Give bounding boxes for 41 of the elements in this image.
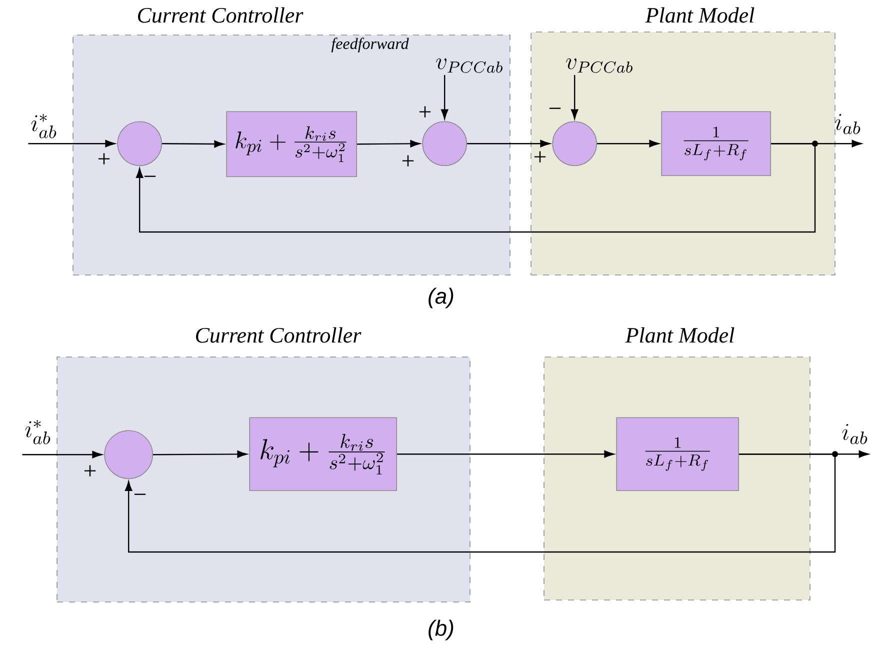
arrow (597, 140, 660, 148)
transfer-function-box: $k_{pi}+\frac{k_{ri}s}{s^2+\omega_1^2}$ (249, 417, 397, 491)
feedback-arrow (136, 143, 816, 233)
arrow (162, 140, 224, 148)
signal-label: $i_{ab}$ (835, 114, 860, 134)
signal-label: $i_{ab}^{*}$ (31, 114, 56, 138)
sign-label: − (549, 108, 561, 109)
arrow (441, 74, 448, 120)
sign-label: + (98, 153, 110, 164)
group-title: Plant Model (625, 327, 734, 343)
summing-junction (552, 121, 597, 166)
transfer-function-box: $\frac{1}{sL_f+R_f}$ (661, 111, 771, 176)
signal-label: $i_{ab}$ (842, 424, 868, 444)
sign-label: + (402, 155, 414, 166)
sign-label: − (134, 494, 146, 495)
group-title: Current Controller (196, 327, 362, 343)
feedback-arrow (125, 454, 836, 553)
panel-caption: (b) (428, 620, 454, 640)
sign-label: + (534, 151, 546, 162)
signal-label: $i_{ab}^{*}$ (25, 420, 50, 444)
group-title: Current Controller (138, 7, 304, 23)
arrow (571, 74, 578, 120)
sign-label: − (144, 176, 156, 177)
summing-junction (104, 430, 154, 479)
group-title: Plant Model (645, 7, 754, 23)
arrow (22, 451, 102, 458)
arrow (357, 140, 420, 148)
transfer-function-box: $k_{pi}+\frac{k_{ri}s}{s^2+\omega_1^2}$ (226, 111, 357, 178)
arrow (467, 140, 550, 148)
panel-caption: (a) (428, 288, 454, 308)
sign-label: + (419, 106, 431, 118)
signal-label: $v_{PCCab}$ (436, 58, 502, 73)
annotation-text: feedforward (331, 38, 409, 52)
arrow (28, 140, 116, 148)
signal-label: $v_{PCCab}$ (566, 58, 632, 73)
summing-junction (422, 121, 467, 166)
arrow (153, 450, 248, 458)
arrow (397, 450, 614, 458)
transfer-function-box: $\frac{1}{sL_f+R_f}$ (616, 417, 739, 491)
sign-label: + (84, 465, 96, 476)
summing-junction (117, 121, 162, 166)
